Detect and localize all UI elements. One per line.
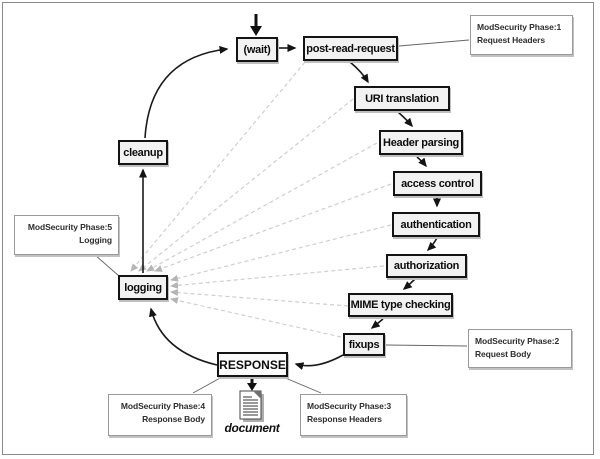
- document-label: document: [224, 421, 280, 435]
- annotation-callout-lines: [94, 39, 470, 394]
- annotation-phase3: ModSecurity Phase:3 Response Headers: [300, 394, 407, 436]
- stage-post-read-request: post-read-request: [303, 36, 398, 61]
- annotation-phase2-subtitle: Request Body: [475, 349, 531, 360]
- annotation-phase5: ModSecurity Phase:5 Logging: [14, 215, 119, 255]
- document-icon: [238, 390, 266, 429]
- annotation-phase4: ModSecurity Phase:4 Response Body: [108, 394, 212, 436]
- stage-header-parsing: Header parsing: [379, 130, 463, 155]
- stage-cleanup: cleanup: [118, 140, 168, 165]
- entry-arrow: [250, 14, 262, 36]
- annotation-phase3-subtitle: Response Headers: [307, 414, 382, 425]
- stage-access-control: access control: [393, 171, 482, 196]
- annotation-phase5-subtitle: Logging: [79, 235, 112, 246]
- annotation-phase4-title: ModSecurity Phase:4: [120, 401, 205, 411]
- annotation-phase1-title: ModSecurity Phase:1: [477, 22, 562, 32]
- annotation-phase4-subtitle: Response Body: [142, 414, 205, 425]
- stage-fixups: fixups: [343, 333, 385, 356]
- flow-arrows: [139, 44, 441, 370]
- stage-authorization: authorization: [386, 254, 467, 278]
- stage-authentication: authentication: [392, 212, 480, 237]
- annotation-phase2: ModSecurity Phase:2 Request Body: [468, 329, 572, 368]
- annotation-phase2-title: ModSecurity Phase:2: [475, 336, 560, 346]
- annotation-phase3-title: ModSecurity Phase:3: [307, 401, 392, 411]
- stage-wait: (wait): [236, 37, 278, 62]
- annotation-phase1-subtitle: Request Headers: [477, 35, 545, 46]
- stage-mime-type-checking: MIME type checking: [348, 293, 453, 317]
- annotation-phase1: ModSecurity Phase:1 Request Headers: [470, 15, 573, 55]
- response-to-document-arrow: [247, 377, 257, 391]
- logging-dashed-connectors: [130, 61, 392, 338]
- stage-response: RESPONSE: [217, 352, 288, 377]
- annotation-phase5-title: ModSecurity Phase:5: [27, 222, 112, 232]
- stage-uri-translation: URI translation: [354, 86, 450, 111]
- stage-logging: logging: [118, 275, 168, 300]
